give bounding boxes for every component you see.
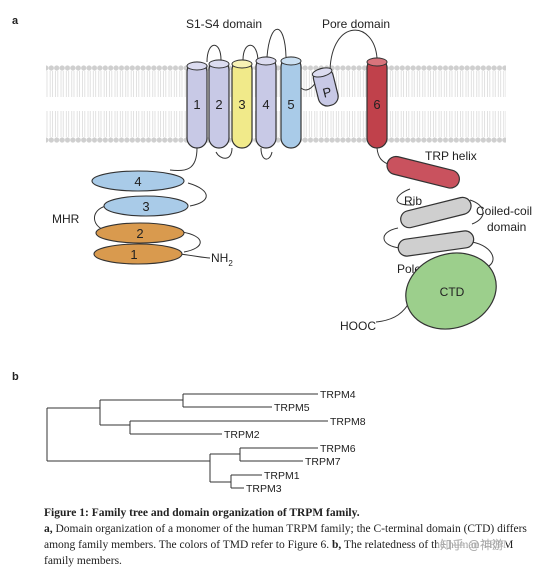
helix-5-label: 5	[287, 97, 294, 112]
leaf-trpm6: TRPM6	[320, 443, 356, 455]
mhr-domain-3: 3	[103, 195, 189, 217]
helix-5: 5	[280, 56, 302, 149]
leaf-trpm1: TRPM1	[264, 470, 300, 482]
helix-6-label: 6	[373, 97, 380, 112]
rib-helix	[400, 196, 472, 229]
s1s4-domain-label: S1-S4 domain	[186, 17, 262, 31]
leaf-trpm5: TRPM5	[274, 402, 310, 414]
mhr-domain-4-label: 4	[134, 174, 141, 189]
panel-a-label: a	[12, 15, 19, 27]
helix-1: 1	[186, 61, 208, 149]
mhr-domain-2-label: 2	[136, 226, 143, 241]
coiled-coil-label-line2: domain	[487, 220, 526, 234]
helix-4-label: 4	[262, 97, 269, 112]
pole-helix	[397, 230, 475, 257]
pore-helix-p: P	[311, 67, 339, 107]
n-terminus-label: NH2	[211, 251, 233, 268]
mhr-domain-2: 2	[95, 222, 185, 244]
caption-a-text: Domain organization of a monomer of the …	[44, 523, 527, 551]
panel-b-label: b	[12, 371, 19, 383]
mhr-domain-1: 1	[93, 243, 183, 265]
helix-3: 3	[231, 59, 253, 149]
helix-2: 2	[208, 59, 230, 149]
leaf-trpm4: TRPM4	[320, 389, 356, 401]
helix-2-label: 2	[215, 97, 222, 112]
helix-6: 6	[366, 57, 388, 149]
trp-helix	[386, 155, 460, 189]
helix-3-label: 3	[238, 97, 245, 112]
ctd-label: CTD	[440, 285, 465, 299]
pore-helix-label: P	[321, 84, 333, 101]
figure-canvas: a S1-S4 domain Pore domain 1 2	[12, 15, 532, 495]
coiled-coil-label-line1: Coiled-coil	[476, 204, 532, 218]
c-terminus-label: HOOC	[340, 319, 376, 333]
watermark: 知乎 @神游	[438, 536, 506, 553]
leaf-trpm2: TRPM2	[224, 429, 260, 441]
leaf-trpm8: TRPM8	[330, 416, 366, 428]
caption-a-label: a,	[44, 523, 53, 535]
mhr-label: MHR	[52, 212, 80, 226]
rib-label: Rib	[404, 194, 422, 208]
mhr-domain-1-label: 1	[130, 247, 137, 262]
pore-domain-label: Pore domain	[322, 17, 390, 31]
ctd-domain: CTD	[405, 252, 497, 330]
trp-helix-label: TRP helix	[425, 149, 477, 163]
helix-1-label: 1	[193, 97, 200, 112]
mhr-domain-3-label: 3	[142, 199, 149, 214]
caption-title: Figure 1: Family tree and domain organiz…	[44, 507, 360, 519]
helix-4: 4	[255, 56, 277, 149]
mhr-domain-4: 4	[91, 170, 185, 192]
caption-b-label: b,	[331, 539, 342, 551]
phylogenetic-tree	[46, 393, 328, 489]
leaf-trpm7: TRPM7	[305, 456, 341, 468]
leaf-trpm3: TRPM3	[246, 483, 282, 495]
